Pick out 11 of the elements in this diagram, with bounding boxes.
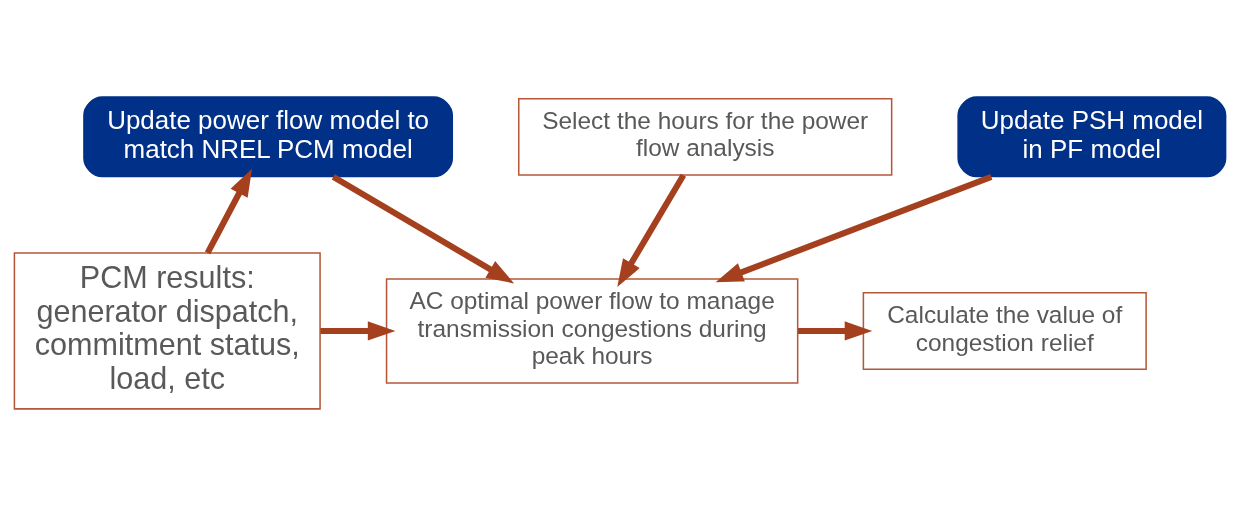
- arrow: [204, 168, 252, 255]
- node-box: AC optimal power flow to manage transmission congestions during peak hours: [385, 278, 799, 384]
- node-box: PCM results: generator dispatch, commitment status, load, etc: [13, 252, 321, 410]
- arrow: [320, 321, 396, 341]
- arrow: [331, 174, 515, 284]
- arrow: [617, 173, 687, 287]
- node-box: Select the hours for the power flow analysis: [518, 97, 893, 176]
- node-box: Calculate the value of congestion relief: [862, 291, 1147, 370]
- arrow: [715, 173, 993, 283]
- node-box: Update PSH model in PF model: [957, 96, 1227, 178]
- node-box: Update power flow model to match NREL PCM model: [83, 96, 454, 178]
